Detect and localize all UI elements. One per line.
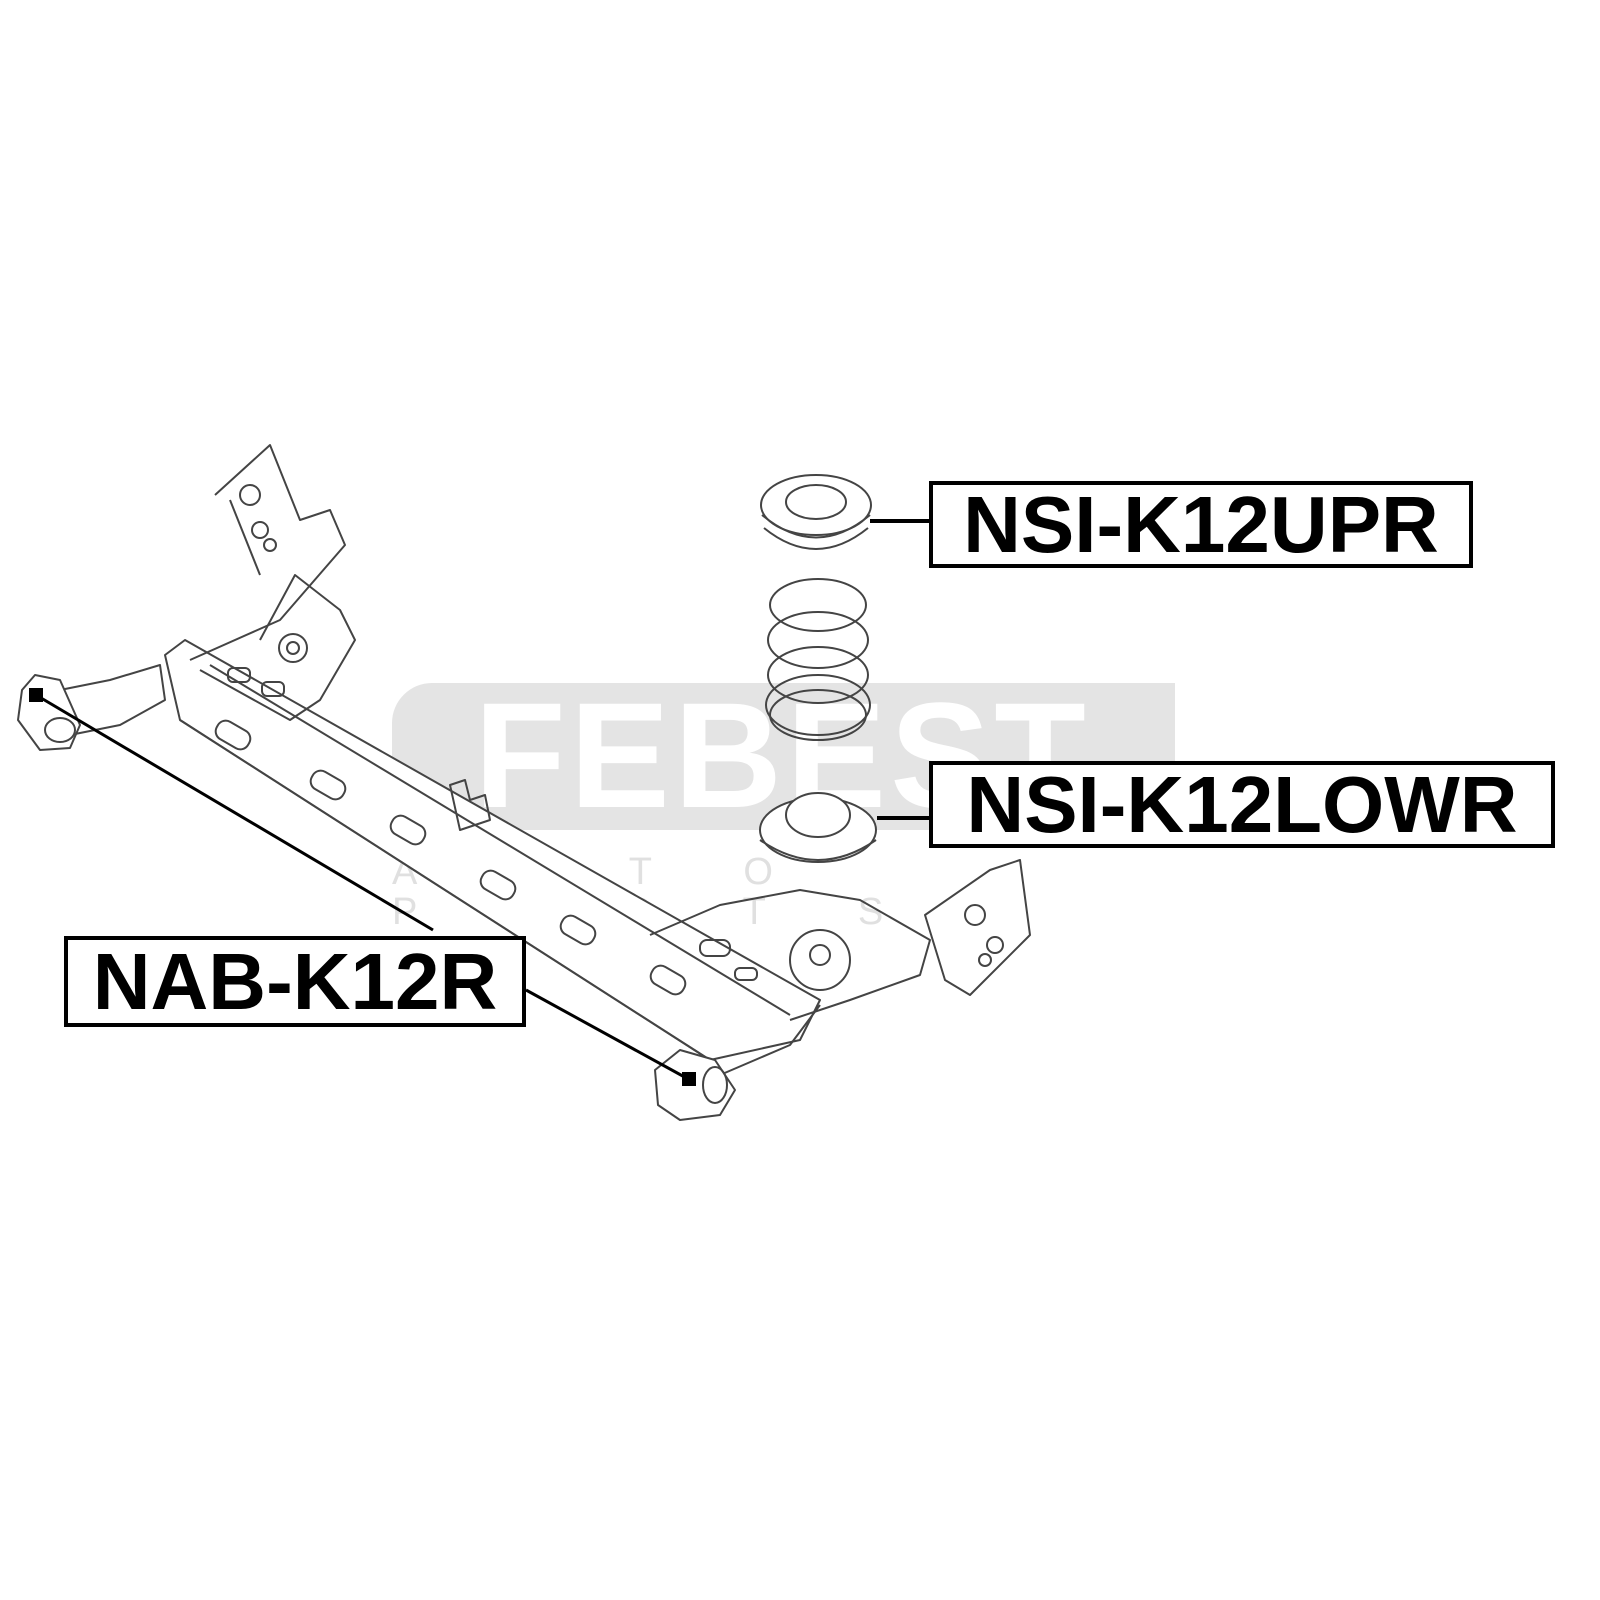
axle-beam [164,639,821,1061]
right-trailing-arm [649,859,1031,1076]
leader-line-nab-right [525,988,691,1082]
part-label-nsi-k12lowr[interactable]: NSI-K12LOWR [929,761,1555,848]
coil-spring [765,578,871,741]
part-code: NSI-K12LOWR [966,759,1518,849]
left-bushing [17,674,81,751]
leader-dot [29,688,43,702]
part-label-nsi-k12upr[interactable]: NSI-K12UPR [929,481,1473,568]
part-code: NSI-K12UPR [963,479,1439,569]
part-code: NAB-K12R [92,936,498,1026]
leader-dot [682,1072,696,1086]
part-label-nab-k12r[interactable]: NAB-K12R [64,936,526,1027]
upper-spring-seat [760,474,872,550]
lower-spring-seat [759,792,877,863]
leader-line-nab-left [35,693,434,932]
left-trailing-arm [59,444,356,736]
